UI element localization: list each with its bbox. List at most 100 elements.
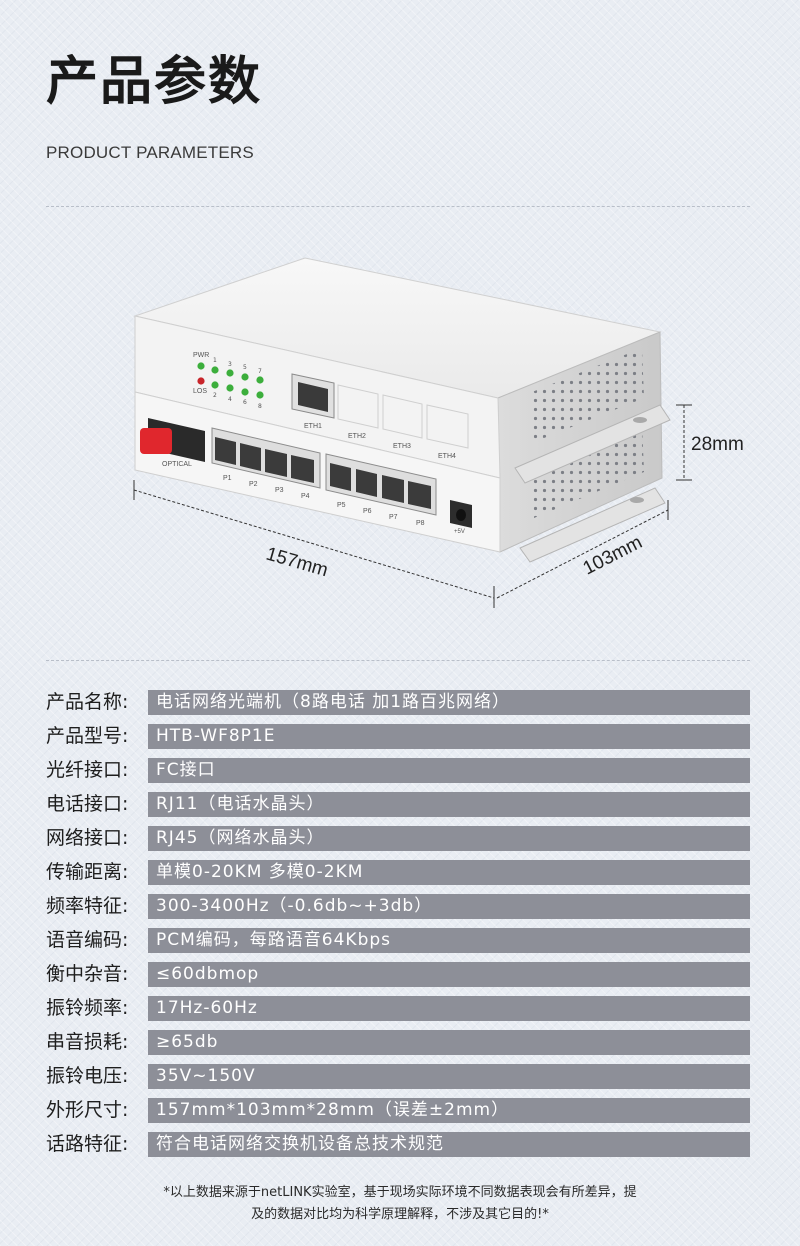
optical-label: OPTICAL [162, 461, 192, 468]
spec-label: 话路特征: [46, 1133, 129, 1155]
dimension-width: 103mm [580, 532, 646, 579]
spec-value: 35V~150V [148, 1064, 750, 1089]
led-number: 2 [213, 392, 217, 399]
mounting-bracket-top [514, 404, 671, 484]
led-icon [211, 381, 219, 389]
phone-port-icon [215, 437, 236, 465]
spec-row: 产品名称: 电话网络光端机（8路电话 加1路百兆网络） [46, 690, 750, 715]
led-number: 3 [228, 361, 232, 368]
divider-top [46, 206, 750, 207]
led-icon [226, 369, 234, 377]
spec-row: 频率特征: 300-3400Hz（-0.6db~+3db） [46, 894, 750, 919]
spec-row: 产品型号: HTB-WF8P1E [46, 724, 750, 749]
led-label-los: LOS [193, 388, 207, 395]
footnote-line-2: 及的数据对比均为科学原理解释，不涉及其它目的!* [251, 1207, 549, 1222]
spec-row: 光纤接口: FC接口 [46, 758, 750, 783]
spec-value: 电话网络光端机（8路电话 加1路百兆网络） [148, 690, 750, 715]
spec-row: 振铃电压: 35V~150V [46, 1064, 750, 1089]
phone-port-icon [356, 469, 377, 497]
eth4-port [426, 404, 469, 449]
port-label: P4 [301, 493, 310, 500]
led-pwr-icon [197, 362, 205, 370]
spec-value: PCM编码，每路语音64Kbps [148, 928, 750, 953]
spec-row: 电话接口: RJ11（电话水晶头） [46, 792, 750, 817]
spec-value: RJ11（电话水晶头） [148, 792, 750, 817]
port-label: P3 [275, 487, 284, 494]
spec-value: FC接口 [148, 758, 750, 783]
footnote: *以上数据来源于netLINK实验室，基于现场实际环境不同数据表现会有所差异，提… [0, 1182, 800, 1226]
led-number: 8 [258, 403, 262, 410]
page-subtitle: PRODUCT PARAMETERS [46, 143, 254, 162]
vent-holes-upper [532, 348, 644, 442]
led-number: 5 [243, 364, 247, 371]
port-label: P1 [223, 475, 232, 482]
spec-value: HTB-WF8P1E [148, 724, 750, 749]
spec-value: 符合电话网络交换机设备总技术规范 [148, 1132, 750, 1157]
led-icon [211, 366, 219, 374]
led-icon [256, 376, 264, 384]
spec-value: 17Hz-60Hz [148, 996, 750, 1021]
spec-table: 产品名称: 电话网络光端机（8路电话 加1路百兆网络） 产品型号: HTB-WF8P… [46, 690, 750, 1166]
phone-port-icon [265, 449, 287, 477]
dimension-lines [133, 405, 685, 599]
led-icon [241, 373, 249, 381]
port-label: P8 [416, 520, 425, 527]
spec-label: 外形尺寸: [46, 1099, 129, 1121]
eth3-port [382, 394, 423, 439]
led-panel: PWR LOS 1 2 3 4 5 6 7 8 [193, 352, 264, 410]
spec-row: 语音编码:PCM编码，每路语音64Kbps [46, 928, 750, 953]
dimension-length: 157mm [264, 544, 331, 582]
vent-holes-lower [532, 424, 644, 518]
spec-label: 串音损耗: [46, 1031, 129, 1053]
eth2-port [337, 384, 379, 429]
port-label: P7 [389, 514, 398, 521]
spec-row: 话路特征: 符合电话网络交换机设备总技术规范 [46, 1132, 750, 1157]
phone-port-icon [291, 455, 314, 483]
led-label-pwr: PWR [193, 352, 209, 359]
spec-label: 产品名称: [46, 691, 129, 713]
mounting-bracket-bottom [519, 487, 666, 563]
spec-value: RJ45（网络水晶头） [148, 826, 750, 851]
led-icon [256, 391, 264, 399]
spec-label: 振铃电压: [46, 1065, 129, 1087]
spec-value: ≥65db [148, 1030, 750, 1055]
spec-label: 振铃频率: [46, 997, 129, 1019]
eth-ports: ETH1 ETH2 ETH3 ETH4 [291, 373, 469, 460]
spec-label: 衡中杂音: [46, 963, 129, 985]
optical-port-cap-icon [140, 428, 172, 454]
port-label: P2 [249, 481, 258, 488]
phone-port-icon [240, 443, 261, 471]
spec-row: 衡中杂音: ≤60dbmop [46, 962, 750, 987]
spec-label: 频率特征: [46, 895, 129, 917]
port-label: P5 [337, 502, 346, 509]
spec-label: 传输距离: [46, 861, 129, 883]
spec-row: 外形尺寸: 157mm*103mm*28mm（误差±2mm） [46, 1098, 750, 1123]
spec-label: 产品型号: [46, 725, 129, 747]
eth2-label: ETH2 [348, 433, 366, 440]
led-icon [226, 384, 234, 392]
eth1-label: ETH1 [304, 423, 322, 430]
eth4-label: ETH4 [438, 453, 456, 460]
phone-port-icon [408, 481, 431, 509]
divider-bottom [46, 660, 750, 661]
spec-row: 网络接口: RJ45（网络水晶头） [46, 826, 750, 851]
spec-row: 串音损耗: ≥65db [46, 1030, 750, 1055]
led-number: 4 [228, 396, 232, 403]
phone-port-icon [382, 475, 404, 503]
bracket-hole-icon [633, 417, 647, 423]
led-los-icon [197, 377, 205, 385]
spec-value: 300-3400Hz（-0.6db~+3db） [148, 894, 750, 919]
led-number: 6 [243, 399, 247, 406]
spec-value: ≤60dbmop [148, 962, 750, 987]
spec-value: 157mm*103mm*28mm（误差±2mm） [148, 1098, 750, 1123]
bracket-hole-icon [630, 497, 644, 503]
dimension-height: 28mm [691, 434, 744, 455]
eth3-label: ETH3 [393, 443, 411, 450]
spec-label: 网络接口: [46, 827, 129, 849]
power-label: +5V [454, 529, 465, 535]
spec-label: 光纤接口: [46, 759, 129, 781]
led-number: 1 [213, 357, 217, 364]
spec-label: 电话接口: [46, 793, 129, 815]
product-illustration: PWR LOS 1 2 3 4 5 6 7 8 ETH1 ETH2 ETH3 E… [133, 257, 744, 608]
spec-value: 单模0-20KM 多模0-2KM [148, 860, 750, 885]
